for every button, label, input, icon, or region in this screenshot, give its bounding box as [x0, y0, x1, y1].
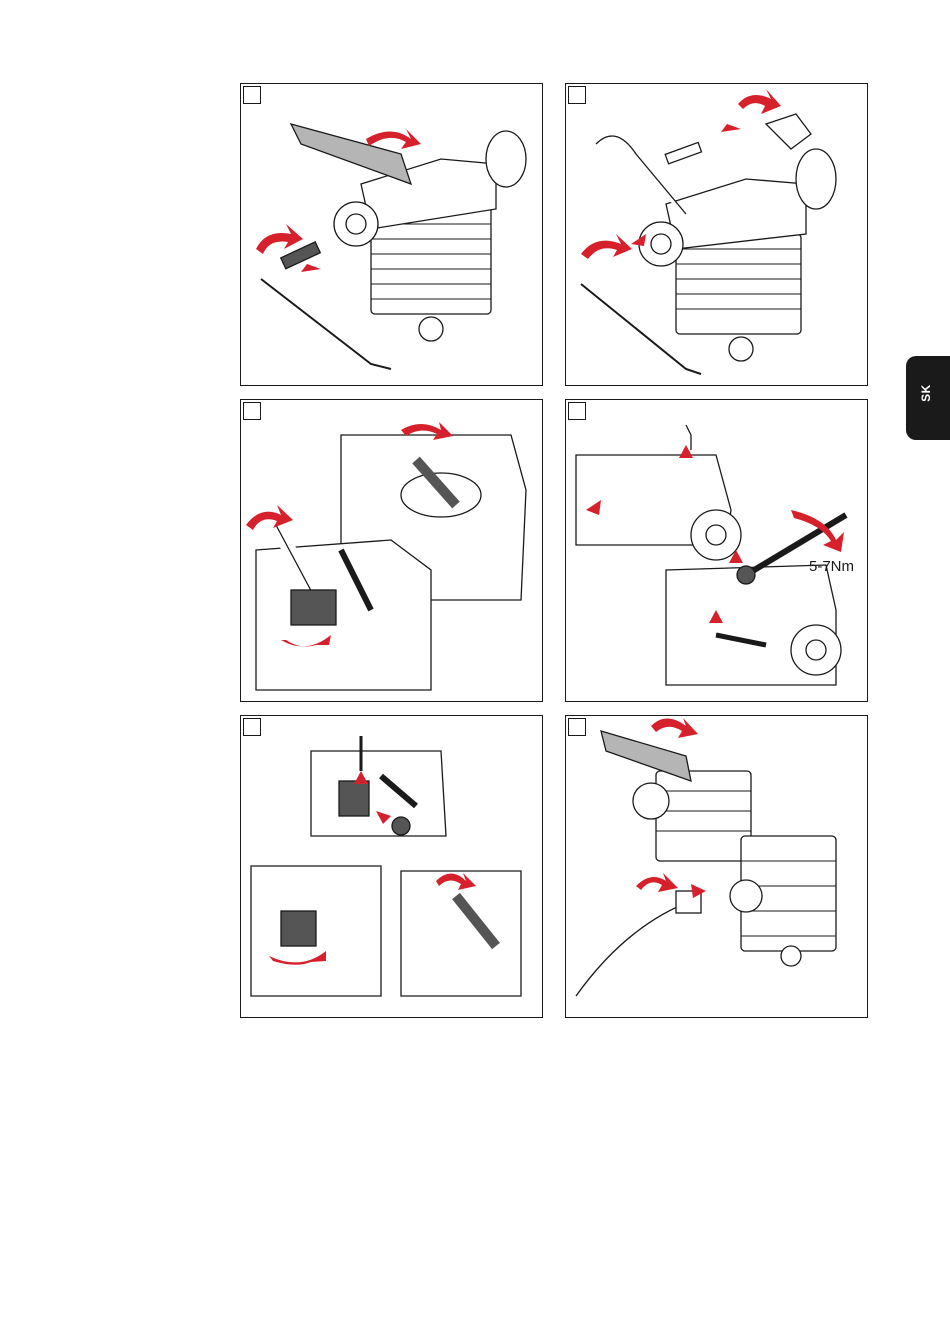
- illustration-connect-torch: [566, 716, 868, 1018]
- illustration-panel-1: [240, 83, 543, 386]
- illustration-remove-guide-tube: [241, 84, 543, 386]
- step-checkbox: [568, 86, 586, 104]
- step-checkbox: [243, 718, 261, 736]
- illustration-panel-6: [565, 715, 868, 1018]
- illustration-panel-5: [240, 715, 543, 1018]
- illustration-panel-2: [565, 83, 868, 386]
- step-checkbox: [568, 718, 586, 736]
- torque-label: 5-7Nm: [809, 558, 854, 575]
- illustration-panel-3: [240, 399, 543, 702]
- illustration-panel-4: 5-7Nm: [565, 399, 868, 702]
- step-checkbox: [243, 86, 261, 104]
- illustration-install-pressure-roller: [241, 716, 543, 1018]
- language-tab: SK: [906, 356, 950, 440]
- illustration-tighten-nut: [566, 400, 868, 702]
- language-tab-label: SK: [919, 381, 933, 405]
- step-checkbox: [568, 402, 586, 420]
- illustration-open-pressure-lever: [241, 400, 543, 702]
- illustration-insert-guide-tube: [566, 84, 868, 386]
- step-checkbox: [243, 402, 261, 420]
